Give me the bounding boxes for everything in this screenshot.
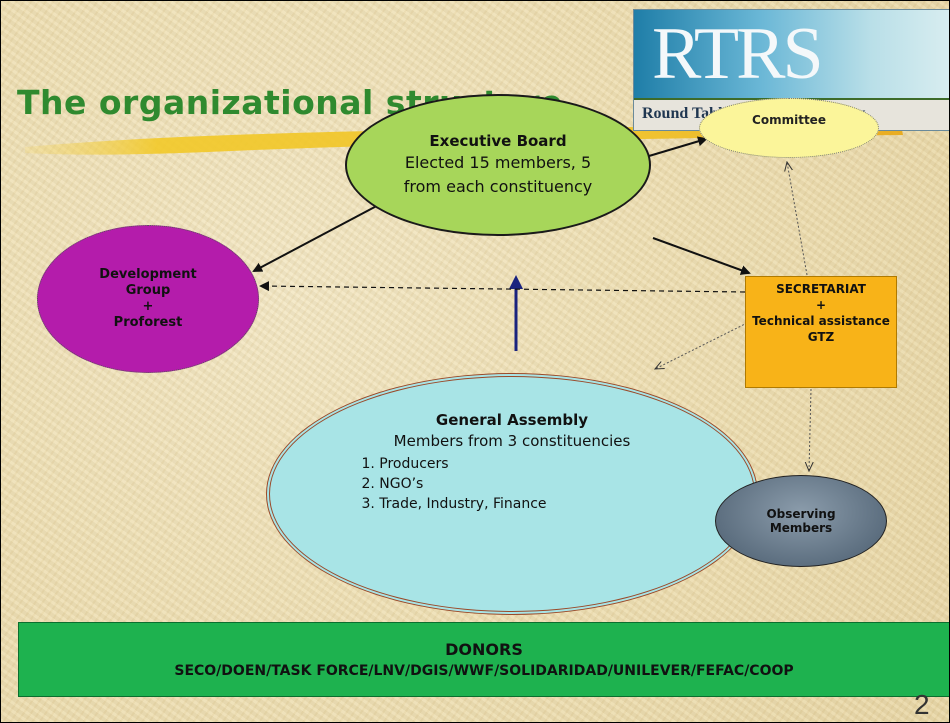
list-item: 2. NGO’s xyxy=(361,476,424,492)
page-number: 2 xyxy=(914,689,930,720)
committee-label: Committee xyxy=(752,113,826,127)
executive-board-heading: Executive Board xyxy=(429,132,567,150)
donors-list: SECO/DOEN/TASK FORCE/LNV/DGIS/WWF/SOLIDA… xyxy=(174,663,794,679)
list-item: 1. Producers xyxy=(361,456,449,472)
logo-mark: RTRS xyxy=(652,13,824,95)
secretariat-line3: Technical assistance xyxy=(752,314,890,328)
executive-board-line1: Elected 15 members, 5 xyxy=(404,153,592,172)
arrow-exec-to-secretariat xyxy=(652,237,751,275)
arrow-exec-to-committee xyxy=(648,136,708,157)
secretariat-line4: GTZ xyxy=(807,330,835,344)
secretariat-node: SECRETARIAT + Technical assistance GTZ xyxy=(745,276,897,388)
secretariat-line1: SECRETARIAT xyxy=(776,282,866,296)
donors-bar: DONORS SECO/DOEN/TASK FORCE/LNV/DGIS/WWF… xyxy=(18,622,949,697)
development-group-line4: Proforest xyxy=(113,315,183,330)
arrow-exec-to-development xyxy=(252,200,387,272)
observing-members-line1: Observing xyxy=(766,507,836,521)
executive-board-node: Executive Board Elected 15 members, 5 fr… xyxy=(345,94,651,236)
executive-board-line2: from each constituency xyxy=(403,177,593,196)
development-group-line1: Development xyxy=(99,267,197,282)
list-item: 3. Trade, Industry, Finance xyxy=(361,496,547,512)
arrow-secretariat-to-committee xyxy=(787,162,808,276)
general-assembly-subheading: Members from 3 constituencies xyxy=(393,432,631,450)
observing-members-node: Observing Members xyxy=(715,475,887,567)
arrow-secretariat-to-assembly xyxy=(655,320,752,369)
general-assembly-node: General Assembly Members from 3 constitu… xyxy=(266,373,758,615)
committee-node: Committee xyxy=(699,98,879,158)
development-group-node: Development Group + Proforest xyxy=(37,225,259,373)
general-assembly-heading: General Assembly xyxy=(435,411,589,429)
donors-heading: DONORS xyxy=(445,640,523,659)
arrow-secretariat-to-observing xyxy=(809,388,811,471)
observing-members-line2: Members xyxy=(769,521,833,535)
constituency-list: 1. Producers 2. NGO’s 3. Trade, Industry… xyxy=(361,454,546,514)
arrow-secretariat-to-development xyxy=(259,281,746,293)
development-group-line3: + xyxy=(142,299,154,314)
secretariat-line2: + xyxy=(815,298,827,312)
development-group-line2: Group xyxy=(125,283,171,298)
logo-background xyxy=(634,10,949,98)
